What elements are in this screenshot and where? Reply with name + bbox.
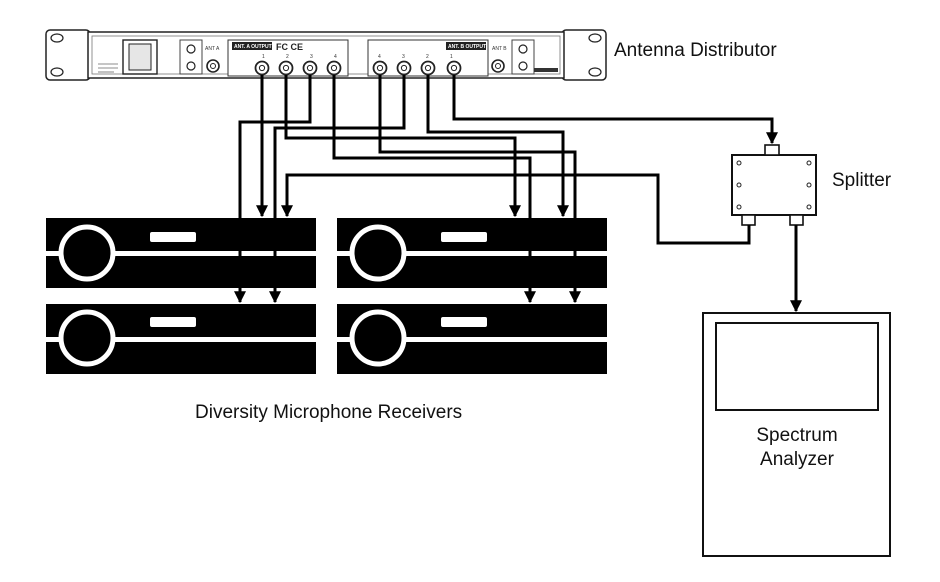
port-label-b1: 1 <box>450 54 453 60</box>
analyzer-label-line2: Analyzer <box>760 449 835 470</box>
port-label-b4: 4 <box>378 54 381 60</box>
port-label-a2: 2 <box>286 54 289 60</box>
certification-marks: FC CE <box>276 42 303 52</box>
spectrum-analyzer <box>702 312 891 557</box>
splitter-label: Splitter <box>832 170 892 191</box>
cable-b4 <box>378 75 581 304</box>
port-label-b3: 3 <box>402 54 405 60</box>
cable-b2 <box>426 75 569 218</box>
antenna-distributor-label: Antenna Distributor <box>614 40 777 61</box>
port-label-a4: 4 <box>334 54 337 60</box>
cable-routing <box>234 75 802 313</box>
splitter <box>731 144 817 226</box>
analyzer-label-line1: Spectrum <box>756 425 837 446</box>
cable-a3 <box>234 75 312 304</box>
ant-a-label: ANT A <box>205 46 220 52</box>
cable-b1 <box>452 75 778 145</box>
splitter-output-port-1 <box>741 214 756 226</box>
ant-a-output-label: ANT. A OUTPUT <box>234 44 272 50</box>
splitter-output-port-2 <box>789 214 804 226</box>
splitter-body <box>731 154 817 216</box>
antenna-distributor: ANT A ANT. A OUTPUT FC CE ANT. B OUTPUT … <box>45 29 607 81</box>
cable-a4 <box>332 75 536 304</box>
ant-b-output-label: ANT. B OUTPUT <box>448 44 486 50</box>
port-label-a1: 1 <box>262 54 265 60</box>
ant-b-label: ANT B <box>492 46 507 52</box>
receiver-top-left <box>46 218 316 288</box>
splitter-input-port <box>764 144 780 156</box>
cable-b3 <box>269 75 406 304</box>
port-label-b2: 2 <box>426 54 429 60</box>
cable-a2 <box>284 75 521 218</box>
analyzer-screen <box>715 322 879 411</box>
cable-splitter-to-receiver <box>281 173 751 245</box>
receiver-bottom-right <box>337 304 607 374</box>
receiver-bottom-left <box>46 304 316 374</box>
receivers-label: Diversity Microphone Receivers <box>195 402 462 423</box>
receiver-top-right <box>337 218 607 288</box>
port-label-a3: 3 <box>310 54 313 60</box>
